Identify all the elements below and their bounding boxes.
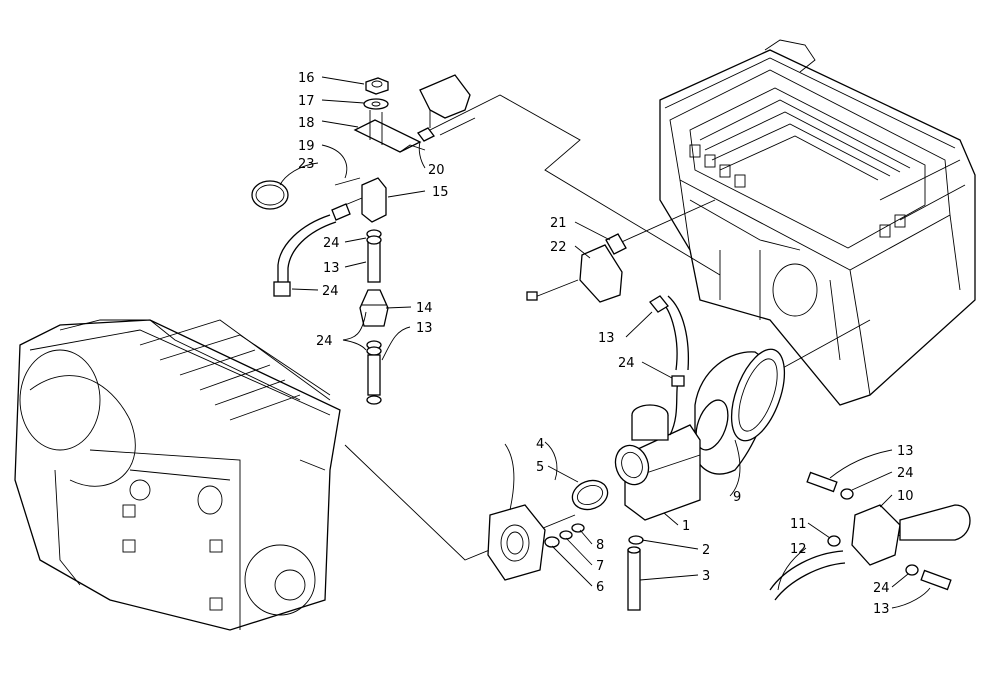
pulse-valve-assembly	[769, 471, 971, 601]
engine	[14, 319, 341, 631]
callout-2: 2	[702, 543, 710, 558]
callout-13c: 13	[598, 331, 615, 346]
callout-12: 12	[790, 542, 807, 557]
callout-22: 22	[550, 240, 567, 255]
callout-24b: 24	[322, 284, 339, 299]
intake-boot	[694, 348, 786, 475]
callout-3: 3	[702, 569, 710, 584]
mount-plate	[526, 233, 627, 303]
callout-6: 6	[596, 580, 604, 595]
callout-13a: 13	[323, 261, 340, 276]
drain-hose	[627, 535, 644, 611]
callout-10: 10	[897, 489, 914, 504]
callout-24d: 24	[618, 356, 635, 371]
hose-clamp	[571, 479, 609, 511]
callout-18: 18	[298, 116, 315, 131]
callout-24c: 24	[316, 334, 333, 349]
callout-14: 14	[416, 301, 433, 316]
callout-7: 7	[596, 559, 604, 574]
callout-16: 16	[298, 71, 315, 86]
callout-11: 11	[790, 517, 807, 532]
callout-17: 17	[298, 94, 315, 109]
callout-15: 15	[432, 185, 449, 200]
carburetor	[614, 295, 701, 521]
callout-24f: 24	[873, 581, 890, 596]
callout-5: 5	[536, 460, 544, 475]
callout-9: 9	[733, 490, 741, 505]
leader-lines	[279, 76, 931, 609]
callout-1: 1	[682, 519, 690, 534]
callout-8: 8	[596, 538, 604, 553]
callout-labels: 16 17 18 19 23 20 15 24 13 24 14 24 13 2…	[298, 71, 914, 617]
callout-13b: 13	[416, 321, 433, 336]
callout-13d: 13	[897, 444, 914, 459]
fuel-valve-assembly	[251, 74, 476, 405]
callout-13e: 13	[873, 602, 890, 617]
callout-24e: 24	[897, 466, 914, 481]
callout-23: 23	[298, 157, 315, 172]
callout-21: 21	[550, 216, 567, 231]
callout-19: 19	[298, 139, 315, 154]
callout-24a: 24	[323, 236, 340, 251]
airbox	[659, 39, 976, 406]
callout-20: 20	[428, 163, 445, 178]
callout-4: 4	[536, 437, 544, 452]
intake-flange	[487, 504, 585, 581]
